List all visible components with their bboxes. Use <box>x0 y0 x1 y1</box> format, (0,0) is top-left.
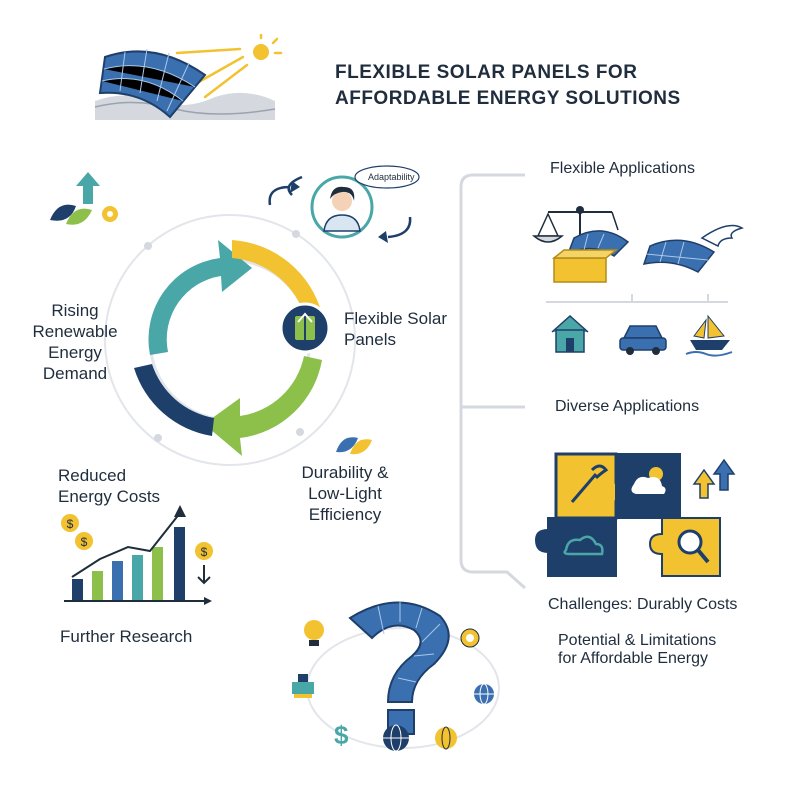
flexible-applications-illustration <box>531 206 744 357</box>
gear-icon <box>102 206 118 222</box>
further-research-label: Further Research <box>60 627 193 646</box>
growth-leaf-gear-icon <box>50 172 118 225</box>
cycle-arrow-green <box>204 356 322 456</box>
potential-limitations-heading: Potential & Limitations for Affordable E… <box>558 632 717 667</box>
svg-text:$: $ <box>81 535 88 549</box>
svg-text:$: $ <box>201 545 208 559</box>
box-icon <box>551 249 619 283</box>
scale-icon <box>531 206 619 256</box>
cycle-diagram <box>104 214 356 466</box>
person-adaptability-icon <box>268 165 420 243</box>
page-title: FLEXIBLE SOLAR PANELS FOR AFFORDABLE ENE… <box>335 60 681 112</box>
svg-text:$: $ <box>334 720 349 750</box>
world-icon <box>383 724 409 752</box>
arrows-up-icon <box>692 458 736 499</box>
durability-label: Durability & Low-Light Efficiency <box>301 463 389 524</box>
cycle-arrow-navy <box>134 364 214 436</box>
puzzle-piece-search-icon <box>648 517 721 577</box>
diverse-applications-heading: Diverse Applications <box>555 398 700 415</box>
puzzle-piece-weather-icon <box>615 453 681 519</box>
globe-icon <box>474 683 494 705</box>
flexible-panels-label: Flexible Solar Panels <box>344 309 447 349</box>
cycle-arrow-yellow <box>232 240 322 320</box>
challenges-heading: Challenges: Durably Costs <box>548 596 738 613</box>
flexible-panel-icon <box>98 48 207 119</box>
dollar-icon: $ $ $ <box>61 514 213 560</box>
svg-text:$: $ <box>67 517 74 531</box>
flexible-applications-heading: Flexible Applications <box>550 160 695 177</box>
lightbulb-icon <box>304 620 324 646</box>
question-mark-icon: $ <box>292 601 500 752</box>
adaptability-callout-text: Adaptability <box>368 172 415 182</box>
cycle-arrow-teal <box>148 240 252 355</box>
settings-badge-icon <box>460 628 480 648</box>
car-icon <box>619 325 667 355</box>
puzzle-piece-cloud-icon <box>534 517 617 577</box>
house-icon <box>551 314 589 353</box>
rising-demand-label: Rising Renewable Energy Demand <box>32 301 118 383</box>
cost-bar-chart-icon: $ $ $ <box>61 505 213 605</box>
winged-panel-icon <box>642 224 744 273</box>
title-line-1: FLEXIBLE SOLAR PANELS FOR <box>335 62 638 83</box>
building-icon <box>292 674 314 698</box>
puzzle-illustration <box>534 452 736 577</box>
dollar-sign-icon: $ <box>334 720 349 750</box>
reduced-costs-label: Reduced Energy Costs <box>58 466 161 506</box>
flexible-panel-badge-icon <box>279 302 331 354</box>
coin-globe-icon <box>435 726 457 750</box>
title-line-2: AFFORDABLE ENERGY SOLUTIONS <box>335 88 681 109</box>
leaf-icon <box>336 437 372 455</box>
boat-icon <box>685 314 733 357</box>
right-bracket-line <box>459 173 526 590</box>
header-solar-illustration <box>94 33 283 120</box>
